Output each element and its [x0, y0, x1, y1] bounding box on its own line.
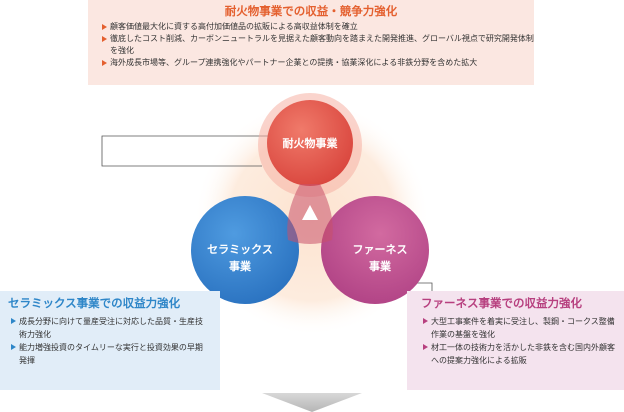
- refractory-circle: [267, 100, 353, 186]
- ceramics-circle-label-line2: 事業: [229, 259, 252, 273]
- furnace-circle: [321, 196, 429, 304]
- ceramics-bullet-list: 成長分野に向けて量産受注に対応した品質・生産技術力強化 能力増強投資のタイムリー…: [10, 315, 210, 367]
- list-item: 海外成長市場等、グループ連携強化やパートナー企業との提携・協業深化による非鉄分野…: [101, 57, 534, 69]
- furnace-circle-label-line2: 事業: [369, 259, 392, 273]
- list-item: 能力増強投資のタイムリーな実行と投資効果の早期発揮: [10, 341, 210, 367]
- ceramics-panel: セラミックス事業での収益力強化 成長分野に向けて量産受注に対応した品質・生産技術…: [0, 291, 220, 390]
- refractory-bullet-list: 顧客価値最大化に資する高付加価値品の拡販による高収益体制を確立 徹底したコスト削…: [101, 21, 534, 69]
- down-arrow-icon: [262, 393, 362, 412]
- list-item: 材工一体の技術力を活かした非鉄を含む国内外顧客への提案力強化による拡販: [422, 341, 618, 367]
- refractory-circle-label: 耐火物事業: [283, 136, 339, 150]
- refractory-panel: 耐火物事業での収益・競争力強化 顧客価値最大化に資する高付加価値品の拡販による高…: [88, 0, 534, 85]
- list-item: 大型工事案件を着実に受注し、製鋼・コークス整備作業の基盤を強化: [422, 315, 618, 341]
- furnace-bullet-list: 大型工事案件を着実に受注し、製鋼・コークス整備作業の基盤を強化 材工一体の技術力…: [422, 315, 618, 367]
- list-item: 徹底したコスト削減、カーボンニュートラルを見据えた顧客動向を踏まえた開発推進、グ…: [101, 33, 534, 57]
- connector-refractory: [101, 135, 276, 167]
- refractory-panel-title: 耐火物事業での収益・競争力強化: [224, 4, 398, 18]
- furnace-circle-label-line1: ファーネス: [353, 243, 408, 256]
- furnace-panel: ファーネス事業での収益力強化 大型工事案件を着実に受注し、製鋼・コークス整備作業…: [407, 291, 624, 390]
- list-item: 成長分野に向けて量産受注に対応した品質・生産技術力強化: [10, 315, 210, 341]
- center-triangle: [302, 205, 318, 220]
- ceramics-circle-label-line1: セラミックス: [207, 243, 273, 256]
- ceramics-panel-title: セラミックス事業での収益力強化: [8, 296, 181, 310]
- furnace-panel-title: ファーネス事業での収益力強化: [421, 296, 582, 310]
- list-item: 顧客価値最大化に資する高付加価値品の拡販による高収益体制を確立: [101, 21, 534, 33]
- ceramics-circle: [191, 196, 299, 304]
